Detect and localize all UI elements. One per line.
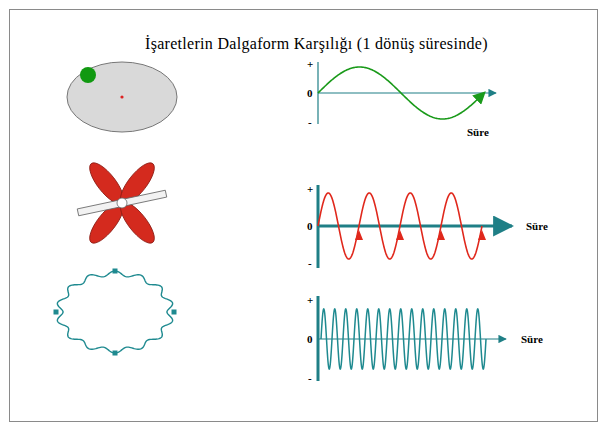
ring-mark [113, 269, 118, 274]
axis-sign: 0 [307, 334, 313, 345]
frame [10, 10, 598, 422]
axis-sign: 0 [307, 221, 313, 232]
axis-sign: + [307, 184, 313, 195]
fan [77, 158, 166, 248]
phase-arrow [355, 230, 363, 240]
disc-center [120, 95, 123, 98]
phase-arrow [478, 230, 486, 240]
axis-label: Süre [467, 127, 489, 138]
disc [67, 62, 177, 132]
phase-arrow [396, 230, 404, 240]
title: İşaretlerin Dalgaform Karşılığı (1 dönüş… [145, 36, 488, 52]
axis-sign: - [308, 373, 312, 384]
axis-label: Süre [526, 221, 548, 232]
ring-mark [172, 310, 177, 315]
wavy-ring [57, 271, 172, 353]
medium-wave [318, 193, 482, 259]
ring-mark [113, 351, 118, 356]
axis-sign: + [307, 295, 313, 306]
axis-sign: - [308, 258, 312, 269]
axis-sign: + [307, 59, 313, 70]
slow-wave [318, 67, 484, 119]
fast-wave [321, 309, 486, 369]
axis-label: Süre [521, 334, 543, 345]
axis-sign: - [308, 117, 312, 128]
axes [318, 62, 512, 381]
ring-mark [54, 310, 59, 315]
axis-sign: 0 [307, 88, 313, 99]
phase-arrow [437, 230, 445, 240]
disc-marker [80, 67, 96, 83]
